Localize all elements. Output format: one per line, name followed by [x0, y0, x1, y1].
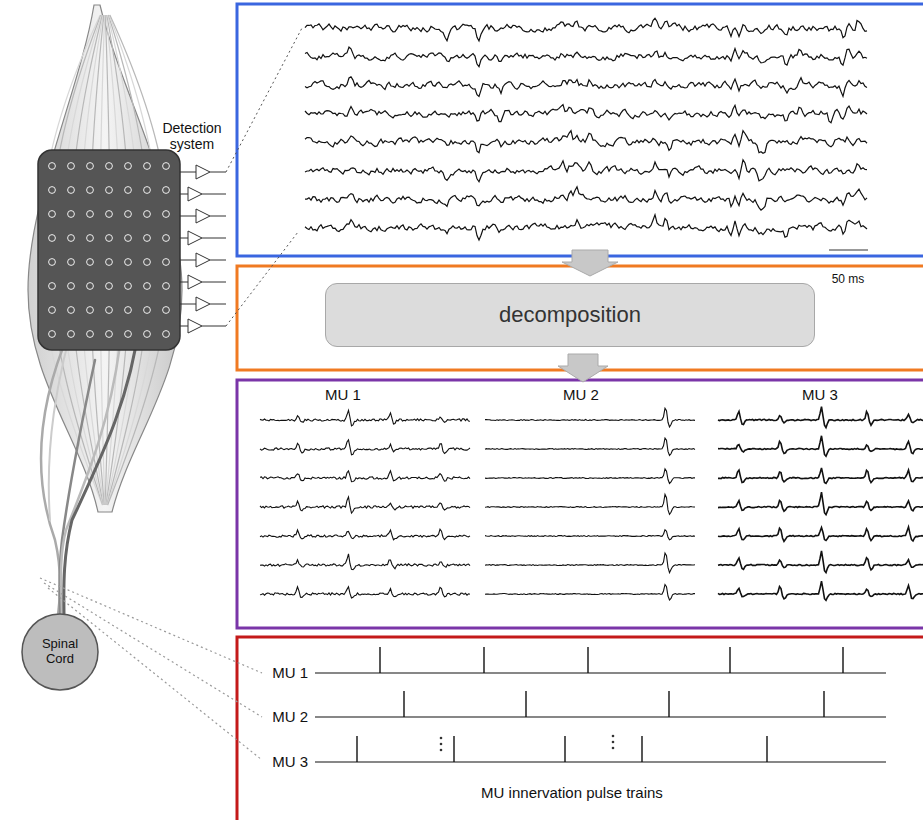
unit-label: MU 2 — [270, 708, 310, 725]
pulse-train-panel — [237, 637, 923, 820]
projection-line — [226, 28, 302, 172]
unit-label: MU 3 — [802, 386, 838, 403]
electrode-grid — [38, 150, 180, 350]
unit-label: MU 1 — [325, 386, 361, 403]
ellipsis-dots — [440, 735, 615, 752]
projection-line — [226, 232, 298, 326]
unit-label: MU 1 — [270, 664, 310, 681]
unit-label: MU 2 — [563, 386, 599, 403]
electrode-array — [49, 163, 170, 338]
pulse-trains — [315, 647, 886, 762]
mu-waveforms — [260, 407, 923, 601]
node-text: decomposition — [499, 302, 641, 327]
system-label: Detection system — [150, 120, 234, 152]
mu-waveform-panel — [237, 380, 923, 628]
flow-arrow — [558, 354, 608, 382]
spinal-cord-circle: Spinal Cord — [21, 613, 99, 691]
scale-label: 50 ms — [830, 273, 867, 287]
process-box: decomposition — [325, 283, 815, 347]
scale-bar — [829, 249, 868, 251]
node-text: Spinal Cord — [29, 637, 91, 667]
flow-arrow — [562, 250, 618, 276]
caption-label: MU innervation pulse trains — [481, 784, 663, 801]
signal-panel — [237, 4, 923, 256]
emg-traces — [305, 18, 867, 240]
unit-label: MU 3 — [270, 753, 310, 770]
amplifiers — [180, 165, 226, 333]
